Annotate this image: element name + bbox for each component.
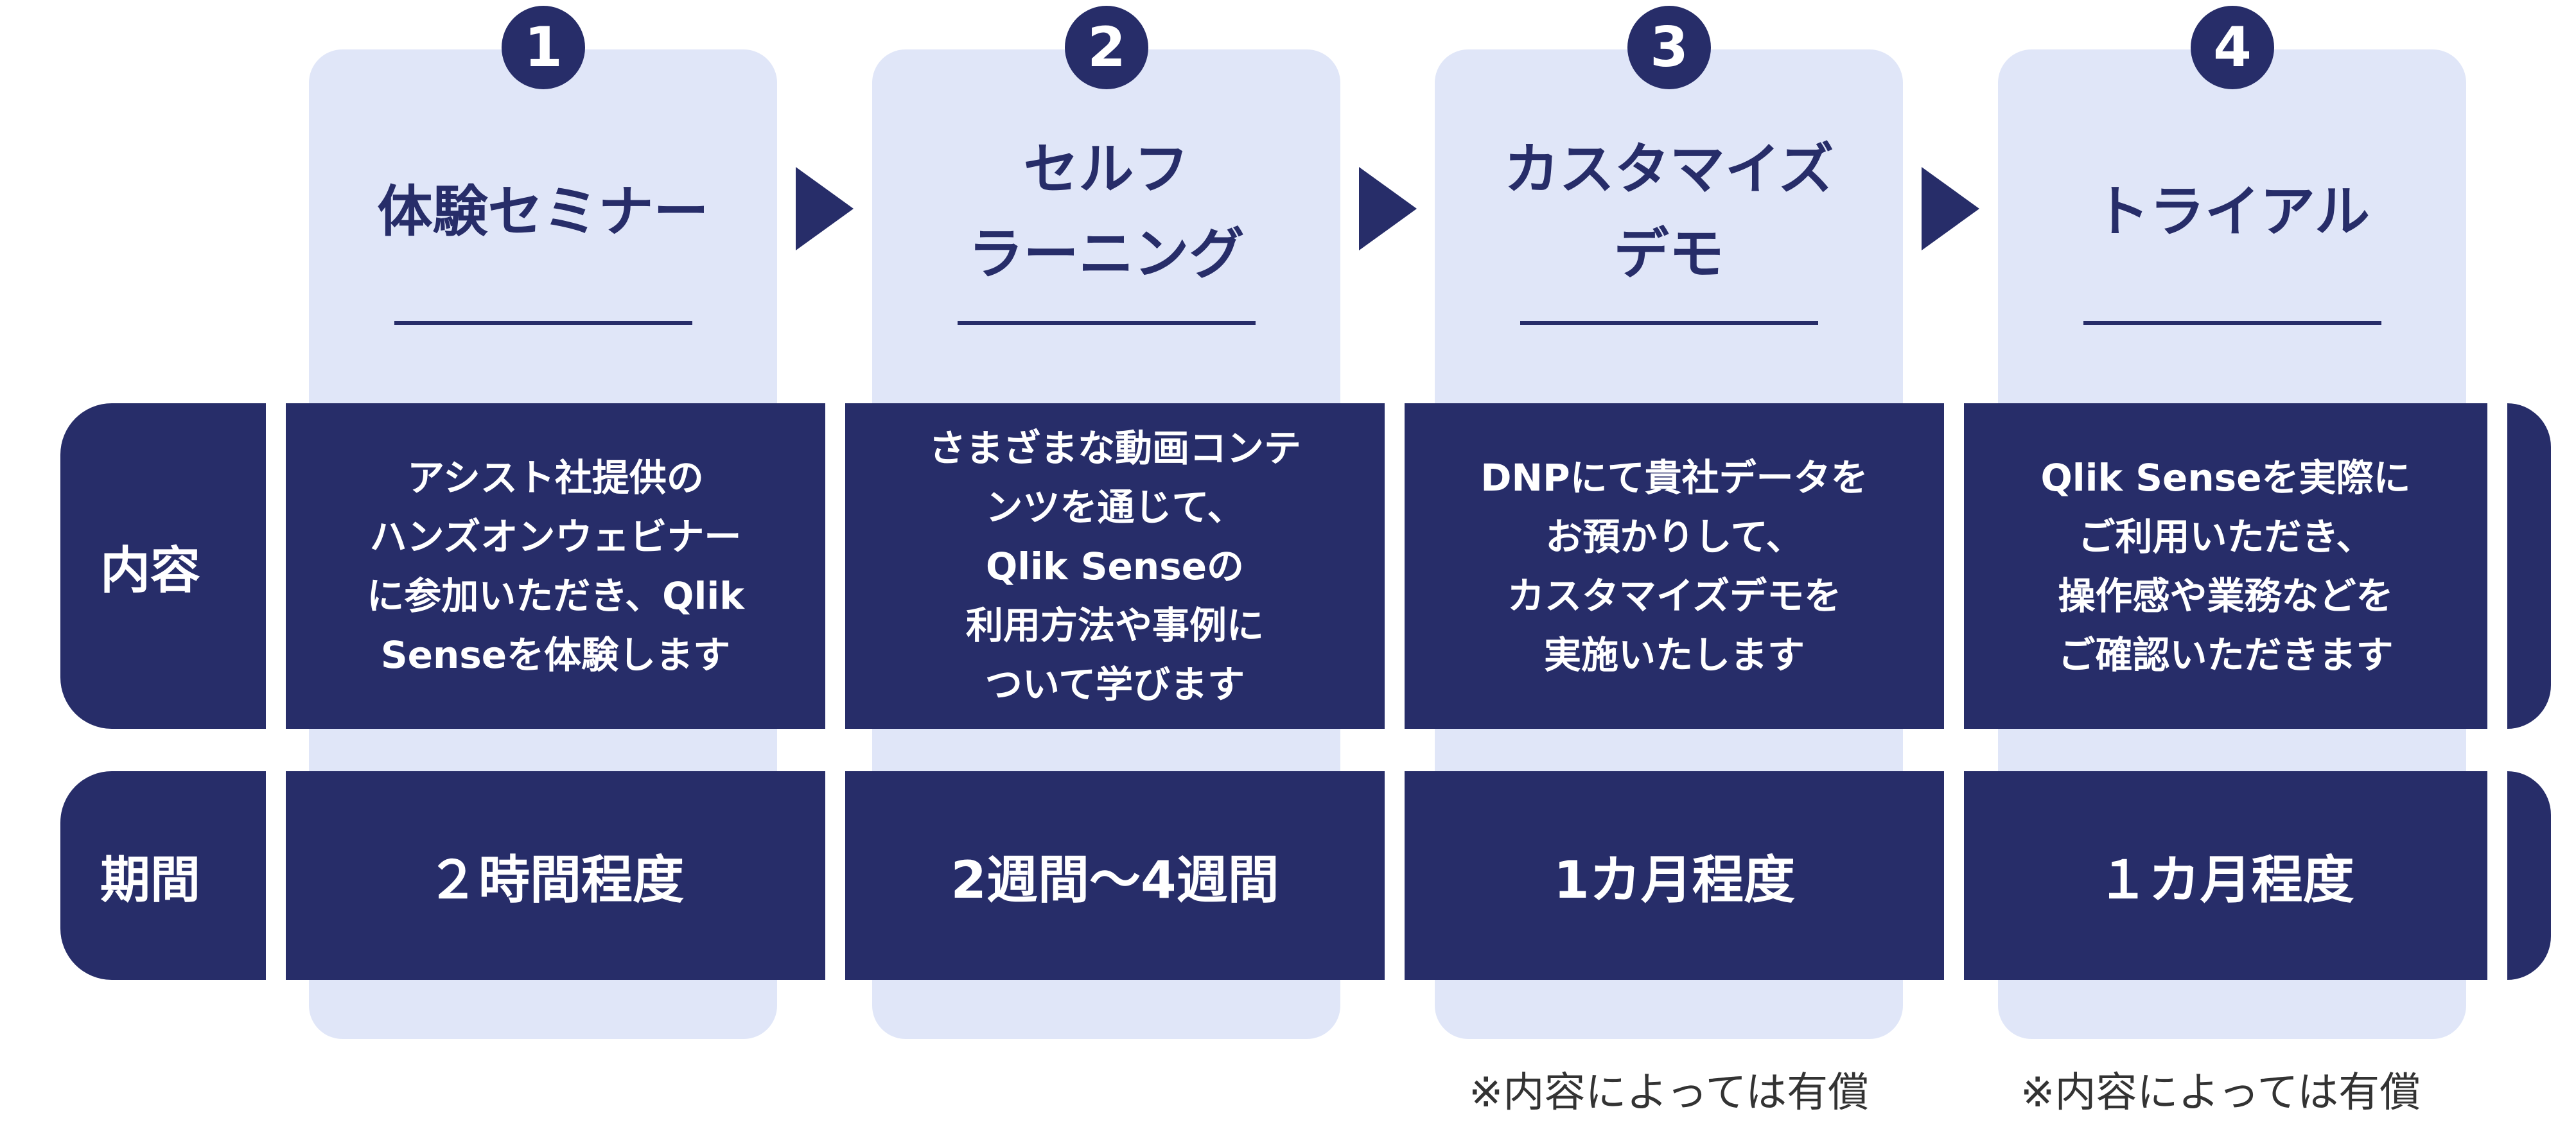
- content-line: Senseを体験します: [380, 633, 731, 677]
- title-divider-2: [958, 321, 1256, 325]
- period-value: 1カ月程度: [1554, 850, 1795, 910]
- content-line: 利用方法や事例に: [965, 603, 1264, 647]
- step-title-line: セルフ: [1023, 137, 1189, 202]
- title-divider-3: [1520, 321, 1818, 325]
- content-line: アシスト社提供の: [407, 455, 704, 500]
- content-line: ンツを通じて、: [985, 485, 1245, 529]
- row-end-cap-period: [2507, 771, 2551, 980]
- content-line: 実施いたします: [1543, 633, 1805, 677]
- step-title-line: カスタマイズ: [1503, 137, 1834, 202]
- content-cell-3: DNPにて貴社データを お預かりして、 カスタマイズデモを 実施いたします: [1405, 403, 1944, 729]
- step-title-1: 体験セミナー: [309, 122, 777, 302]
- content-line: ハンズオンウェビナー: [369, 514, 742, 559]
- period-value: 2週間～4週間: [951, 850, 1279, 910]
- period-value: １カ月程度: [2097, 850, 2354, 910]
- period-cell-2: 2週間～4週間: [845, 771, 1385, 980]
- step-title-line: ラーニング: [968, 222, 1245, 286]
- content-line: DNPにて貴社データを: [1480, 455, 1868, 500]
- content-line: カスタマイズデモを: [1507, 573, 1842, 618]
- title-divider-1: [394, 321, 692, 325]
- content-line: ご利用いただき、: [2078, 514, 2374, 559]
- content-line: ご確認いただきます: [2058, 633, 2394, 677]
- content-cell-1: アシスト社提供の ハンズオンウェビナー に参加いただき、Qlik Senseを体…: [286, 403, 825, 729]
- step-number-badge-1: 1: [502, 6, 585, 89]
- step-title-line: 体験セミナー: [377, 180, 709, 244]
- content-line: ついて学びます: [985, 662, 1245, 706]
- content-cell-4: Qlik Senseを実際に ご利用いただき、 操作感や業務などを ご確認いただ…: [1964, 403, 2487, 729]
- row-label-period: 期間: [60, 771, 266, 980]
- content-line: さまざまな動画コンテ: [928, 426, 1301, 470]
- step-number-badge-4: 4: [2191, 6, 2274, 89]
- arrow-right-icon: [1922, 167, 1979, 250]
- content-line: Qlik Senseを実際に: [2040, 455, 2411, 500]
- content-line: に参加いただき、Qlik: [367, 573, 744, 618]
- step-number-badge-2: 2: [1065, 6, 1148, 89]
- row-end-cap-content: [2507, 403, 2551, 729]
- period-cell-1: ２時間程度: [286, 771, 825, 980]
- step-title-line: トライアル: [2094, 180, 2370, 244]
- period-cell-4: １カ月程度: [1964, 771, 2487, 980]
- period-value: ２時間程度: [427, 850, 684, 910]
- step-title-3: カスタマイズ デモ: [1435, 122, 1903, 302]
- arrow-right-icon: [796, 167, 854, 250]
- step-title-line: デモ: [1613, 222, 1724, 286]
- footnote-step-3: ※内容によっては有償: [1468, 1069, 1870, 1117]
- arrow-right-icon: [1359, 167, 1417, 250]
- step-title-4: トライアル: [1998, 122, 2466, 302]
- footnote-step-4: ※内容によっては有償: [2020, 1069, 2421, 1117]
- step-title-2: セルフ ラーニング: [872, 122, 1340, 302]
- row-label-content: 内容: [60, 403, 266, 729]
- content-line: お預かりして、: [1545, 514, 1803, 559]
- step-number-badge-3: 3: [1627, 6, 1711, 89]
- content-line: Qlik Senseの: [985, 544, 1245, 588]
- period-cell-3: 1カ月程度: [1405, 771, 1944, 980]
- content-line: 操作感や業務などを: [2058, 573, 2394, 618]
- content-cell-2: さまざまな動画コンテ ンツを通じて、 Qlik Senseの 利用方法や事例に …: [845, 403, 1385, 729]
- title-divider-4: [2083, 321, 2381, 325]
